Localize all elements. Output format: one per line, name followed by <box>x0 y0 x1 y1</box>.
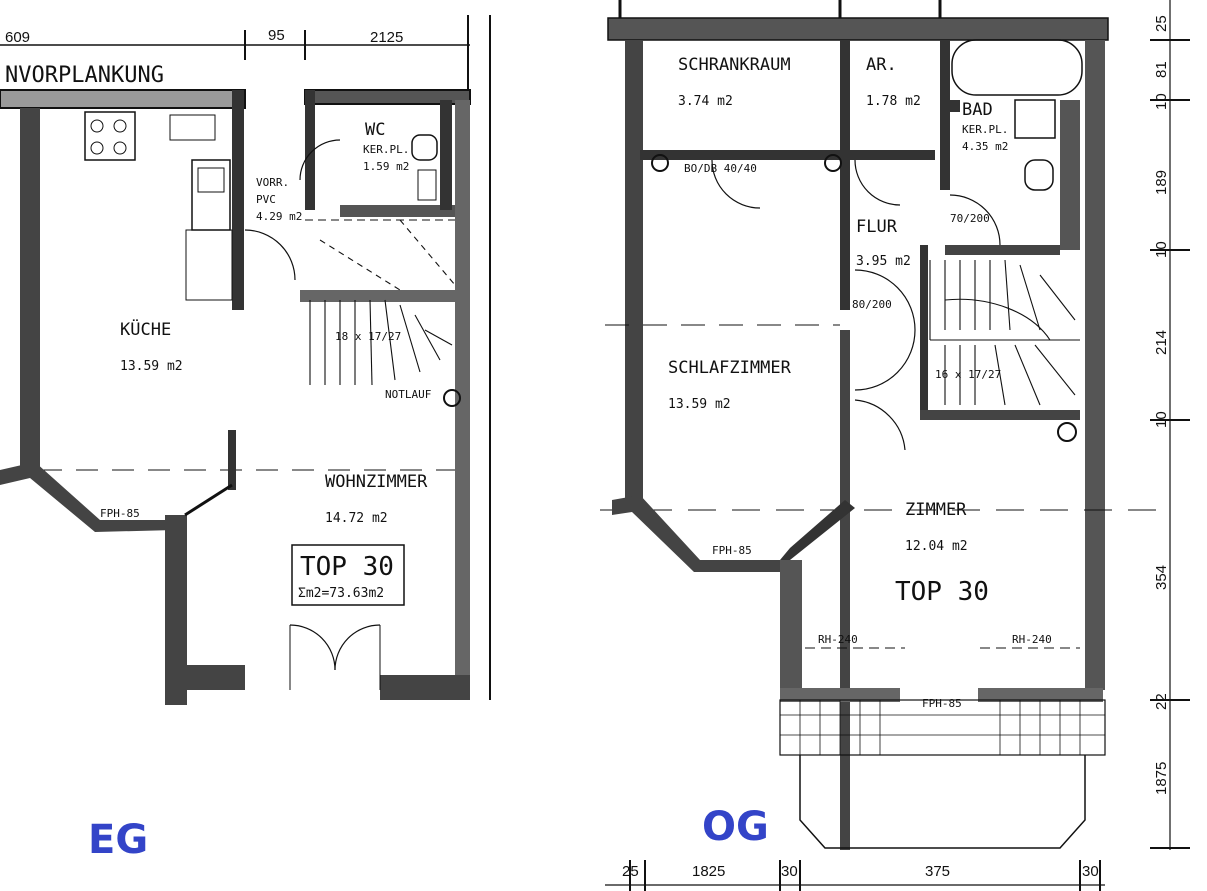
og-dim-bottom-30a: 30 <box>781 863 798 880</box>
eg-wc-area: 1.59 m2 <box>363 160 409 173</box>
eg-vorr-note: PVC <box>256 193 276 206</box>
og-door-label-2: 70/200 <box>950 212 990 225</box>
og-floor-label: OG <box>702 804 769 850</box>
eg-top-box <box>291 544 405 606</box>
eg-dim-95: 95 <box>268 27 285 44</box>
og-bad-name: BAD <box>962 100 993 120</box>
eg-notlauf-label: NOTLAUF <box>385 388 431 401</box>
eg-wc-name: WC <box>365 120 385 140</box>
og-dim-right-1875: 1875 <box>1153 762 1170 795</box>
eg-wohnzimmer-area: 14.72 m2 <box>325 511 388 526</box>
eg-dim-609: 609 <box>5 29 30 46</box>
og-flur-name: FLUR <box>856 217 898 237</box>
og-dim-right-10a: 10 <box>1153 93 1170 110</box>
og-fph-left: FPH-85 <box>712 544 752 557</box>
eg-top-title: TOP 30 <box>300 552 394 582</box>
og-schrankraum-area: 3.74 m2 <box>678 94 733 109</box>
og-dim-right-10c: 10 <box>1153 411 1170 428</box>
eg-stair-label: 18 x 17/27 <box>335 330 401 343</box>
eg-top-sum: Σm2=73.63m2 <box>298 586 384 601</box>
og-ar-area: 1.78 m2 <box>866 94 921 109</box>
og-zimmer-area: 12.04 m2 <box>905 539 968 554</box>
og-dim-right-10b: 10 <box>1153 241 1170 258</box>
og-zimmer-name: ZIMMER <box>905 500 967 520</box>
og-schrankraum-name: SCHRANKRAUM <box>678 55 791 75</box>
og-top-title: TOP 30 <box>895 577 989 607</box>
og-schlafzimmer-area: 13.59 m2 <box>668 397 731 412</box>
eg-heading: NVORPLANKUNG <box>5 63 164 88</box>
eg-kueche-area: 13.59 m2 <box>120 359 183 374</box>
og-rh-left: RH-240 <box>818 633 858 646</box>
og-fph-bottom: FPH-85 <box>922 697 962 710</box>
og-dim-bottom-25: 25 <box>622 863 639 880</box>
og-dim-right-25: 25 <box>1153 15 1170 32</box>
eg-wohnzimmer-name: WOHNZIMMER <box>325 472 428 492</box>
og-door-label-3: 80/200 <box>852 298 892 311</box>
og-door-label-6: BO/DB 40/40 <box>684 162 757 175</box>
eg-fph-label: FPH-85 <box>100 507 140 520</box>
og-dim-right-81: 81 <box>1153 61 1170 78</box>
og-bad-area: 4.35 m2 <box>962 140 1008 153</box>
eg-kueche-name: KÜCHE <box>120 318 171 340</box>
og-dim-right-214: 214 <box>1153 330 1170 355</box>
og-dim-bottom-375: 375 <box>925 863 950 880</box>
og-flur-area: 3.95 m2 <box>856 254 911 269</box>
eg-vorr-area: 4.29 m2 <box>256 210 302 223</box>
og-ar-name: AR. <box>866 55 897 75</box>
eg-dim-2125: 2125 <box>370 29 403 46</box>
eg-floor-label: EG <box>88 817 148 863</box>
og-stair-label: 16 x 17/27 <box>935 368 1001 381</box>
eg-vorr-name: VORR. <box>256 176 289 189</box>
og-dim-bottom-30b: 30 <box>1082 863 1099 880</box>
eg-plan: 609 95 2125 NVORPLANKUNG <box>0 15 491 863</box>
og-plan: 16 x 17/27 RH-240 RH-240 FP <box>600 0 1190 891</box>
og-rh-right: RH-240 <box>1012 633 1052 646</box>
og-dim-right-354: 354 <box>1153 565 1170 590</box>
og-schlafzimmer-name: SCHLAFZIMMER <box>668 358 792 378</box>
eg-wc-note: KER.PL. <box>363 143 409 156</box>
og-dim-right-189: 189 <box>1153 170 1170 195</box>
og-dim-right-22: 22 <box>1153 693 1170 710</box>
og-dim-bottom-1825: 1825 <box>692 863 725 880</box>
og-bad-note: KER.PL. <box>962 123 1008 136</box>
